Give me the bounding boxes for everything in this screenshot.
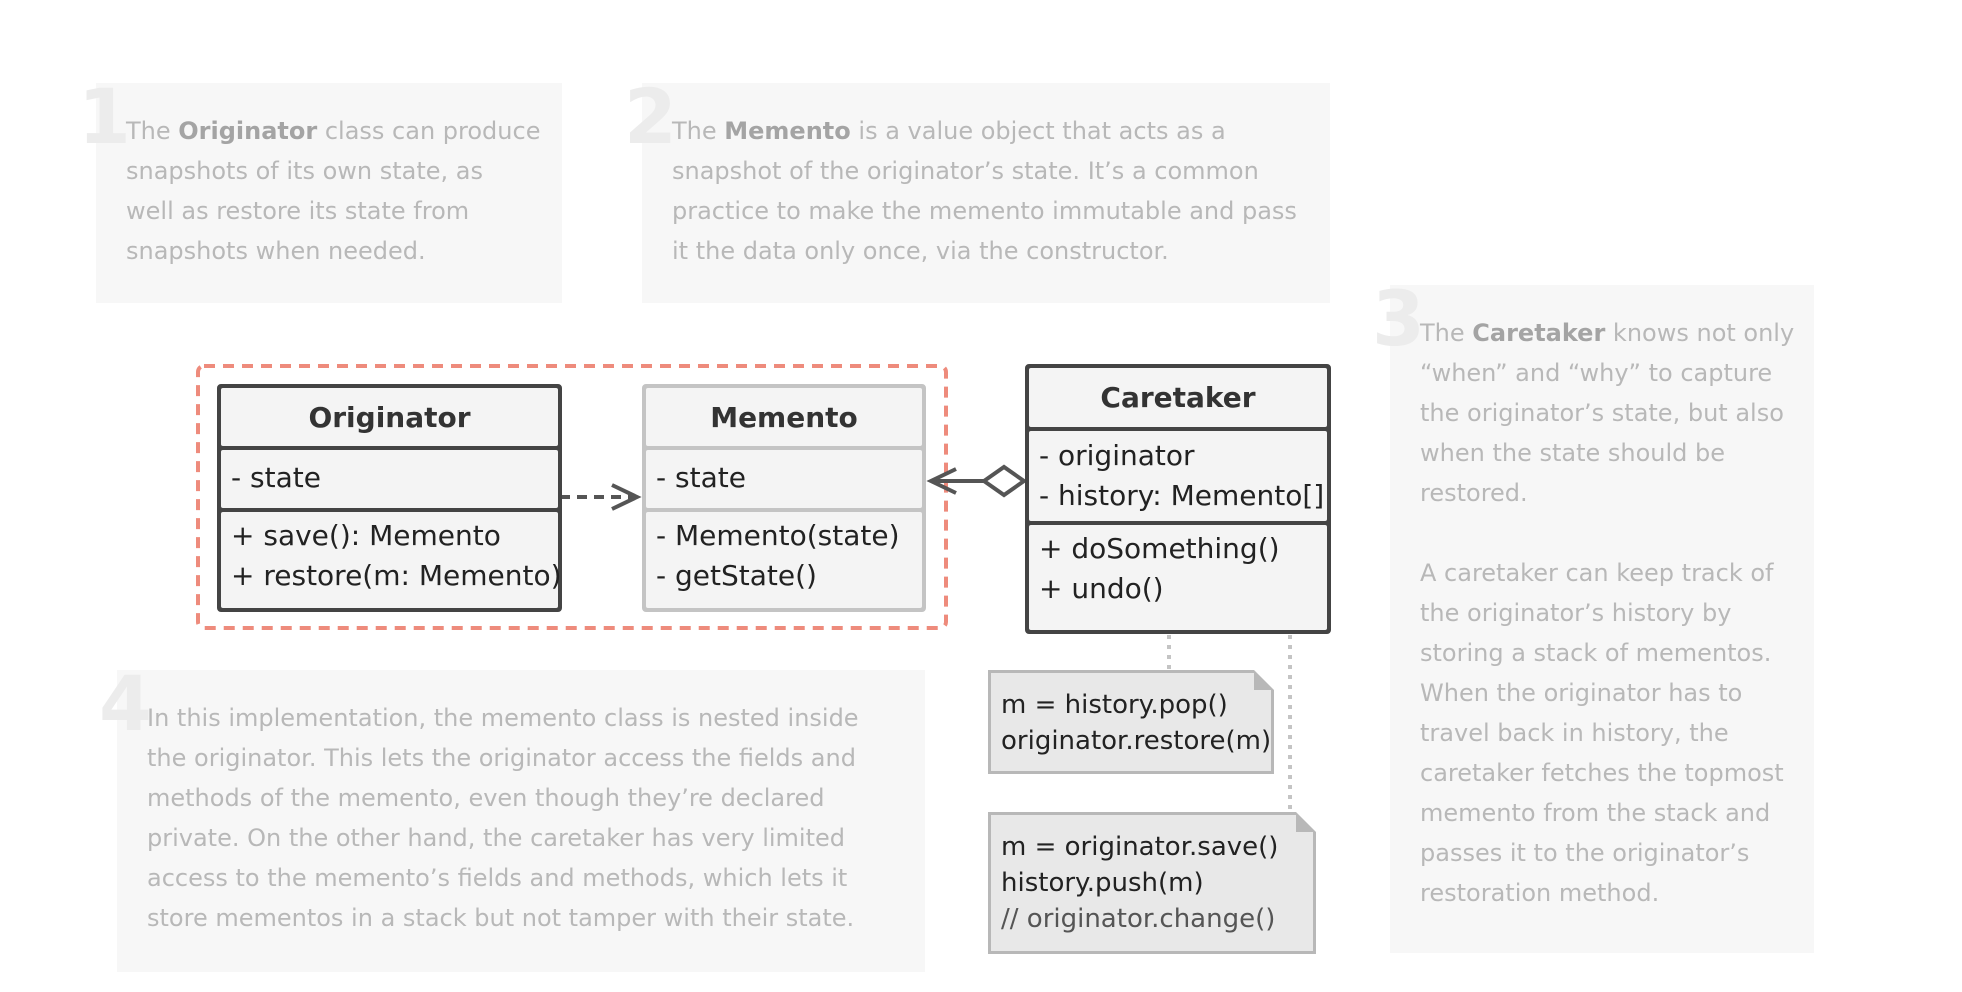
note-caretaker: 3 The Caretaker knows not only “when” an…	[1372, 281, 1814, 953]
code-comment: // originator.change()	[1001, 904, 1276, 934]
method: - getState()	[656, 559, 817, 592]
method: + save(): Memento	[231, 519, 501, 552]
note-text: In this implementation, the memento clas…	[147, 704, 859, 932]
note-number: 2	[624, 72, 677, 161]
caretaker-class: Caretaker - originator - history: Mement…	[1025, 364, 1331, 634]
class-methods: + save(): Memento + restore(m: Memento)	[221, 512, 562, 608]
note-nested-implementation: 4 In this implementation, the memento cl…	[99, 666, 925, 972]
note-text: The Originator class can produce snapsho…	[126, 117, 541, 265]
class-methods: + doSomething() + undo()	[1029, 525, 1327, 630]
method: + undo()	[1039, 572, 1164, 605]
note-text: The Memento is a value object that acts …	[672, 117, 1297, 265]
note-number: 3	[1372, 274, 1425, 363]
field: - state	[656, 461, 746, 494]
aggregation-arrowhead	[926, 467, 957, 495]
do-something-code-note: m = originator.save() history.push(m) //…	[988, 812, 1316, 954]
class-fields: - state	[221, 450, 558, 508]
method: - Memento(state)	[656, 519, 900, 552]
class-methods: - Memento(state) - getState()	[646, 512, 922, 608]
code-line: m = history.pop()	[1001, 690, 1228, 720]
note-fold-corner	[1296, 812, 1316, 832]
class-name: Memento	[646, 388, 922, 446]
code-line: history.push(m)	[1001, 868, 1204, 898]
note-memento: 2 The Memento is a value object that act…	[624, 79, 1330, 303]
note-fold-corner	[1254, 670, 1274, 690]
class-name: Originator	[221, 388, 558, 446]
note-number: 1	[78, 72, 131, 161]
method: + restore(m: Memento)	[231, 559, 562, 592]
aggregation-diamond	[980, 464, 1028, 498]
class-fields: - originator - history: Memento[]	[1029, 431, 1327, 521]
code-line: m = originator.save()	[1001, 832, 1279, 862]
field: - history: Memento[]	[1039, 479, 1325, 512]
originator-class: Originator - state + save(): Memento + r…	[217, 384, 562, 612]
note-originator: 1 The Originator class can produce snaps…	[78, 79, 562, 303]
class-name: Caretaker	[1029, 368, 1327, 427]
undo-code-note: m = history.pop() originator.restore(m)	[988, 670, 1274, 774]
code-line: originator.restore(m)	[1001, 726, 1272, 756]
note-text: The Caretaker knows not only “when” and …	[1420, 319, 1795, 907]
nesting-boundary	[196, 364, 948, 630]
field: - originator	[1039, 439, 1195, 472]
class-fields: - state	[646, 450, 922, 508]
memento-class: Memento - state - Memento(state) - getSt…	[642, 384, 926, 612]
dependency-arrowhead	[611, 483, 642, 511]
field: - state	[231, 461, 321, 494]
note-number: 4	[99, 659, 152, 748]
method: + doSomething()	[1039, 532, 1280, 565]
